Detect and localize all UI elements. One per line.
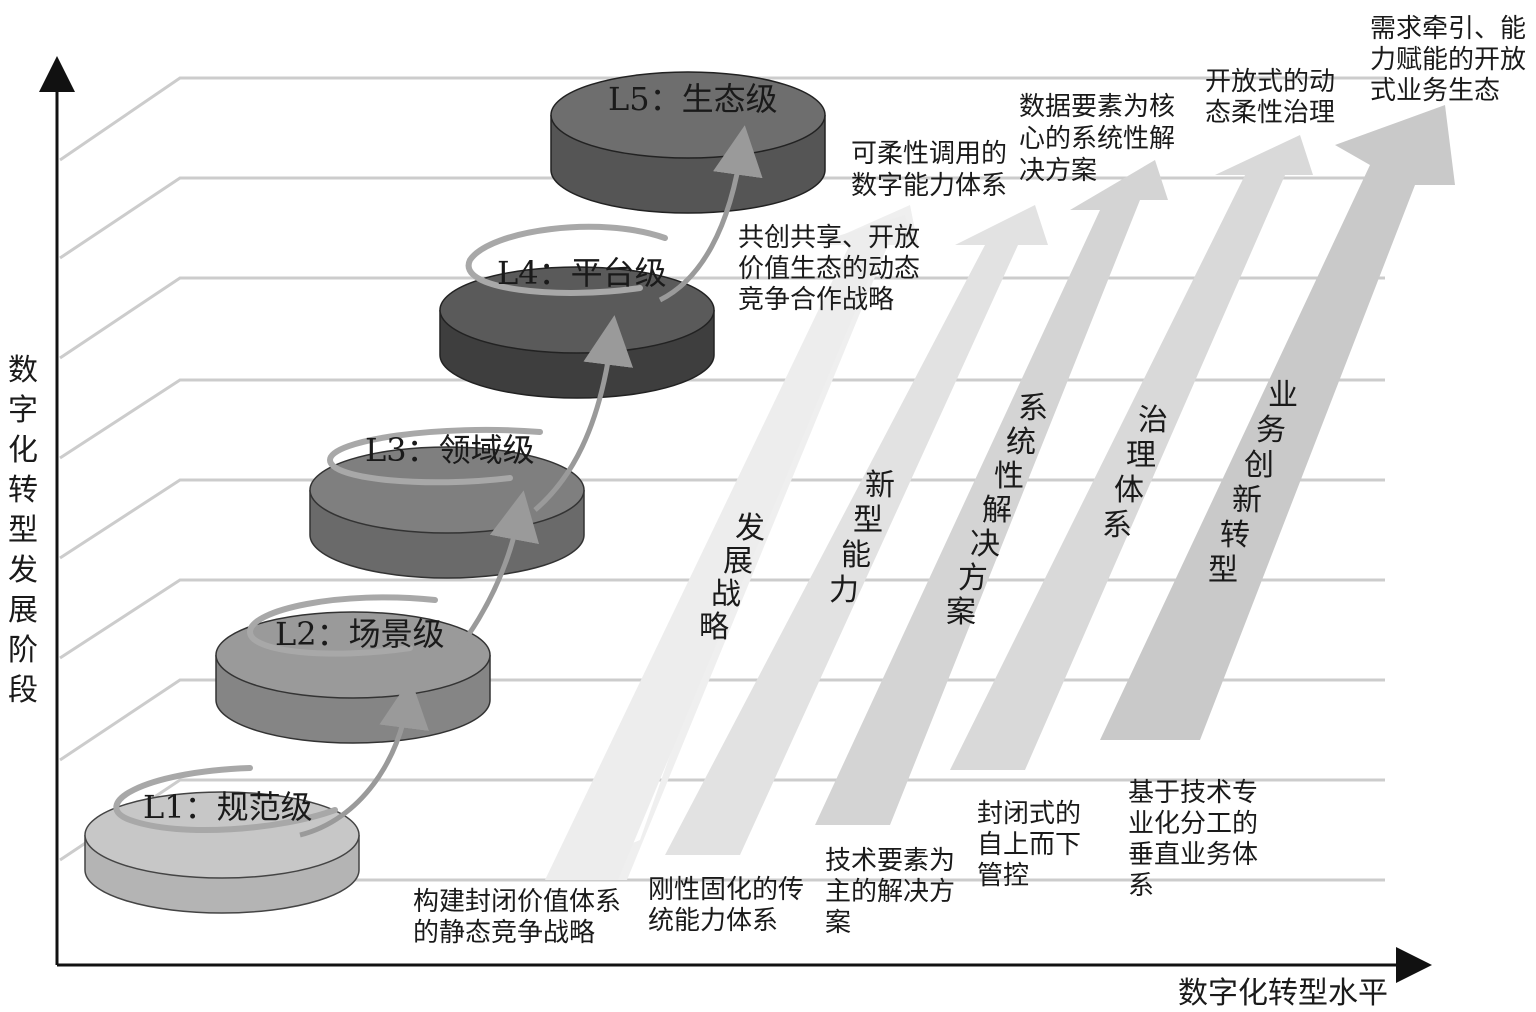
arrow-char: 战 xyxy=(711,577,741,612)
note-line: 竞争合作战略 xyxy=(738,285,894,315)
bottom-note-development-strategy: 构建封闭价值体系 的静态竞争战略 xyxy=(413,887,621,948)
level-label-2: L2：场景级 xyxy=(275,615,445,653)
level-label-1: L1：规范级 xyxy=(143,788,313,826)
arrow-development-strategy xyxy=(545,205,918,880)
arrow-char: 治 xyxy=(1138,403,1168,438)
arrow-char: 能 xyxy=(841,538,871,573)
arrow-label-business-innovation: 业 务 创 新 转 型 xyxy=(1208,378,1298,588)
arrow-char: 案 xyxy=(946,595,976,630)
y-axis-char: 化 xyxy=(8,433,38,468)
top-note-development-strategy: 共创共享、开放 价值生态的动态 竞争合作战略 xyxy=(738,223,920,315)
note-line: 数字能力体系 xyxy=(851,171,1007,201)
note-line: 价值生态的动态 xyxy=(738,254,920,284)
y-axis-char: 数 xyxy=(8,353,38,388)
bottom-note-governance-system: 封闭式的 自上而下 管控 xyxy=(977,799,1081,891)
level-label-3: L3：领域级 xyxy=(365,431,535,469)
arrow-char: 方 xyxy=(958,561,988,596)
level-label-5: L5：生态级 xyxy=(608,80,778,118)
bottom-note-new-capability: 刚性固化的传 统能力体系 xyxy=(648,875,804,936)
swirl-loops xyxy=(113,223,668,834)
arrow-label-systematic-solution: 系 统 性 解 决 方 案 xyxy=(946,391,1048,630)
arrow-char: 转 xyxy=(1220,518,1250,553)
grid-lines xyxy=(59,76,1385,882)
note-line: 封闭式的 xyxy=(977,799,1081,829)
note-line: 决方案 xyxy=(1019,156,1097,186)
y-axis-char: 发 xyxy=(8,553,38,588)
note-line: 心的系统性解 xyxy=(1019,124,1175,154)
note-line: 数据要素为核 xyxy=(1019,92,1175,122)
arrow-char: 型 xyxy=(1208,553,1238,588)
y-axis-char: 段 xyxy=(8,673,38,708)
note-line: 态柔性治理 xyxy=(1205,98,1335,128)
arrow-char: 展 xyxy=(723,544,753,579)
note-line: 管控 xyxy=(977,861,1029,891)
arrow-char: 统 xyxy=(1006,425,1036,460)
note-line: 刚性固化的传 xyxy=(648,875,804,905)
note-line: 共创共享、开放 xyxy=(738,223,920,253)
top-note-business-innovation: 需求牵引、能 力赋能的开放 式业务生态 xyxy=(1370,14,1526,106)
note-line: 基于技术专 xyxy=(1128,778,1258,808)
note-line: 开放式的动 xyxy=(1205,67,1335,97)
level-label-4: L4：平台级 xyxy=(497,254,667,292)
level-connectors xyxy=(299,125,763,838)
note-line: 技术要素为 xyxy=(825,846,955,876)
note-line: 需求牵引、能 xyxy=(1370,14,1526,44)
arrow-char: 新 xyxy=(1232,483,1262,518)
note-line: 业化分工的 xyxy=(1128,809,1258,839)
arrow-char: 理 xyxy=(1126,438,1156,473)
level-disk-1 xyxy=(84,791,360,914)
arrow-business-innovation xyxy=(1100,105,1455,740)
arrow-char: 略 xyxy=(699,610,729,645)
arrow-char: 系 xyxy=(1102,508,1132,543)
arrow-label-governance-system: 治 理 体 系 xyxy=(1102,403,1168,543)
arrow-label-development-strategy: 发 展 战 略 xyxy=(699,511,765,645)
y-axis-char: 字 xyxy=(8,393,38,428)
arrow-char: 性 xyxy=(994,459,1024,494)
note-line: 构建封闭价值体系 xyxy=(413,887,621,917)
y-axis-char: 转 xyxy=(8,473,38,508)
arrow-char: 体 xyxy=(1114,473,1144,508)
arrow-char: 力 xyxy=(829,573,859,608)
arrow-char: 新 xyxy=(865,468,895,503)
arrow-char: 务 xyxy=(1256,413,1286,448)
x-axis-label: 数字化转型水平 xyxy=(1178,976,1388,1011)
arrow-char: 系 xyxy=(1018,391,1048,426)
arrow-char: 发 xyxy=(735,511,765,546)
top-note-systematic-solution: 数据要素为核 心的系统性解 决方案 xyxy=(1019,92,1175,186)
axes xyxy=(39,56,1432,983)
arrow-governance-system xyxy=(950,135,1313,770)
arrow-char: 创 xyxy=(1244,448,1274,483)
note-line: 式业务生态 xyxy=(1370,76,1500,106)
arrow-new-capability xyxy=(665,205,1048,855)
top-note-governance-system: 开放式的动 态柔性治理 xyxy=(1205,67,1335,128)
y-axis-char: 展 xyxy=(8,593,38,628)
bottom-note-systematic-solution: 技术要素为 主的解决方 案 xyxy=(825,846,955,938)
arrow-systematic-solution xyxy=(815,160,1168,825)
arrow-char: 解 xyxy=(982,493,1012,528)
y-axis-label: 数 字 化 转 型 发 展 阶 段 xyxy=(8,353,38,708)
note-line: 垂直业务体 xyxy=(1128,840,1258,870)
note-line: 案 xyxy=(825,908,851,938)
note-line: 的静态竞争战略 xyxy=(413,918,595,948)
y-axis-char: 阶 xyxy=(8,633,38,668)
note-line: 力赋能的开放 xyxy=(1370,45,1526,75)
arrow-char: 业 xyxy=(1268,378,1298,413)
y-axis-char: 型 xyxy=(8,513,38,548)
note-line: 主的解决方 xyxy=(825,877,955,907)
top-note-new-capability: 可柔性调用的 数字能力体系 xyxy=(851,139,1007,201)
note-line: 统能力体系 xyxy=(648,906,778,936)
arrow-char: 决 xyxy=(970,527,1000,562)
arrow-char: 型 xyxy=(853,503,883,538)
note-line: 可柔性调用的 xyxy=(851,139,1007,169)
bottom-note-business-innovation: 基于技术专 业化分工的 垂直业务体 系 xyxy=(1128,778,1258,901)
note-line: 系 xyxy=(1128,871,1154,901)
note-line: 自上而下 xyxy=(977,830,1081,860)
arrow-label-new-capability: 新 型 能 力 xyxy=(829,468,895,608)
